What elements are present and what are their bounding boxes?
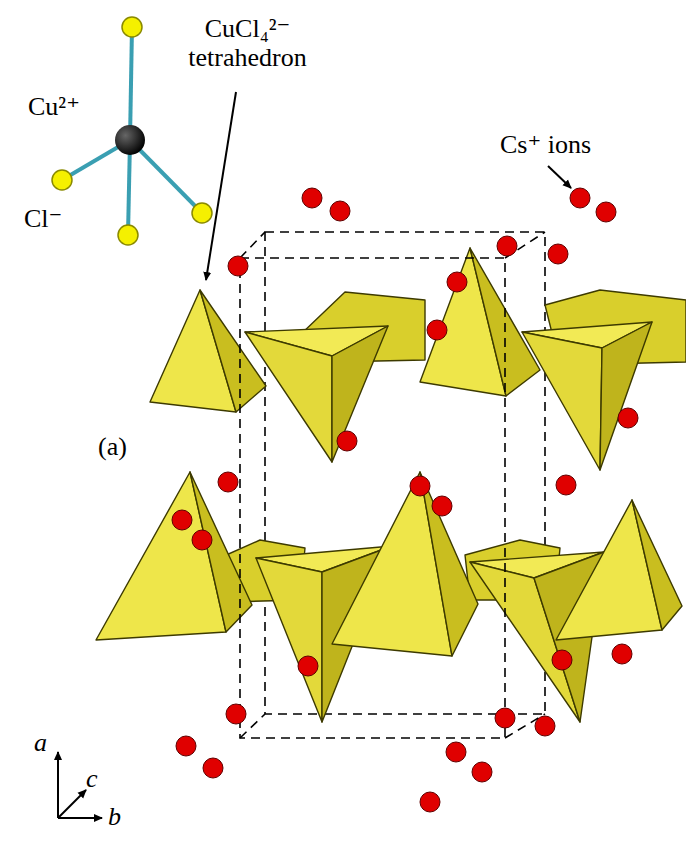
illustration-part [420, 792, 440, 812]
illustration-part [548, 244, 568, 264]
illustration-part [632, 500, 682, 630]
illustration-part [556, 500, 662, 640]
illustration-part [58, 790, 86, 818]
illustration-part [570, 188, 590, 208]
illustration-part [122, 17, 142, 37]
illustration-part [612, 644, 632, 664]
illustration-part [552, 650, 572, 670]
illustration-part [556, 475, 576, 495]
ion-label: Cs⁺ ions [500, 130, 591, 159]
illustration-part [548, 166, 571, 188]
illustration-part [57, 752, 59, 818]
illustration-part [332, 472, 452, 656]
illustration-part [200, 290, 266, 412]
illustration-part [118, 225, 138, 245]
cs-ions [172, 188, 638, 812]
axis-label: a [34, 728, 47, 757]
ion-label: Cu²⁺ [28, 92, 80, 121]
illustration-part [495, 708, 515, 728]
illustration-part [172, 510, 192, 530]
illustration-part [447, 272, 467, 292]
illustration-part [240, 232, 265, 258]
illustration-part [228, 256, 248, 276]
pointer-arrows [206, 92, 571, 280]
illustration-part [203, 758, 223, 778]
illustration-part [96, 472, 226, 640]
tetrahedra-top-layer [150, 248, 686, 470]
illustration-part [410, 476, 430, 496]
illustration-part [600, 322, 652, 470]
illustration-part [176, 736, 196, 756]
illustration-part [190, 472, 252, 632]
cucl4-molecule [52, 17, 212, 245]
illustration-part [256, 558, 322, 722]
illustration-part [618, 408, 638, 428]
illustration-part [130, 27, 132, 140]
illustration-part [240, 258, 505, 738]
illustration-part [332, 326, 388, 462]
illustration-part [522, 332, 602, 470]
panel-label: (a) [98, 432, 127, 461]
illustration-part [298, 656, 318, 676]
axis-arrows [58, 752, 102, 818]
illustration-part [446, 742, 466, 762]
illustration-part [497, 236, 517, 256]
illustration-part [337, 431, 357, 451]
unit-cell-front [240, 232, 545, 738]
illustration-part [218, 472, 238, 492]
illustration-part [535, 716, 555, 736]
illustration-part [420, 472, 478, 656]
illustration-part [192, 203, 212, 223]
illustration-part [115, 125, 145, 155]
illustration-part [130, 140, 202, 213]
illustration-part [427, 320, 447, 340]
tetrahedra-bottom-layer [96, 472, 682, 722]
illustration-part [192, 530, 212, 550]
illustration-part [432, 496, 452, 516]
illustration-part [302, 188, 322, 208]
molecule-label: CuCl₄²⁻ tetrahedron [180, 14, 315, 72]
ion-label: Cl⁻ [24, 204, 62, 233]
axis-label: c [86, 764, 98, 793]
illustration-part [472, 762, 492, 782]
axis-label: b [108, 802, 121, 831]
illustration-part [226, 704, 246, 724]
illustration-part [245, 332, 332, 462]
illustration-part [596, 202, 616, 222]
illustration-part [58, 817, 102, 819]
illustration-part [52, 170, 72, 190]
illustration-part [206, 92, 236, 280]
illustration-part [330, 201, 350, 221]
